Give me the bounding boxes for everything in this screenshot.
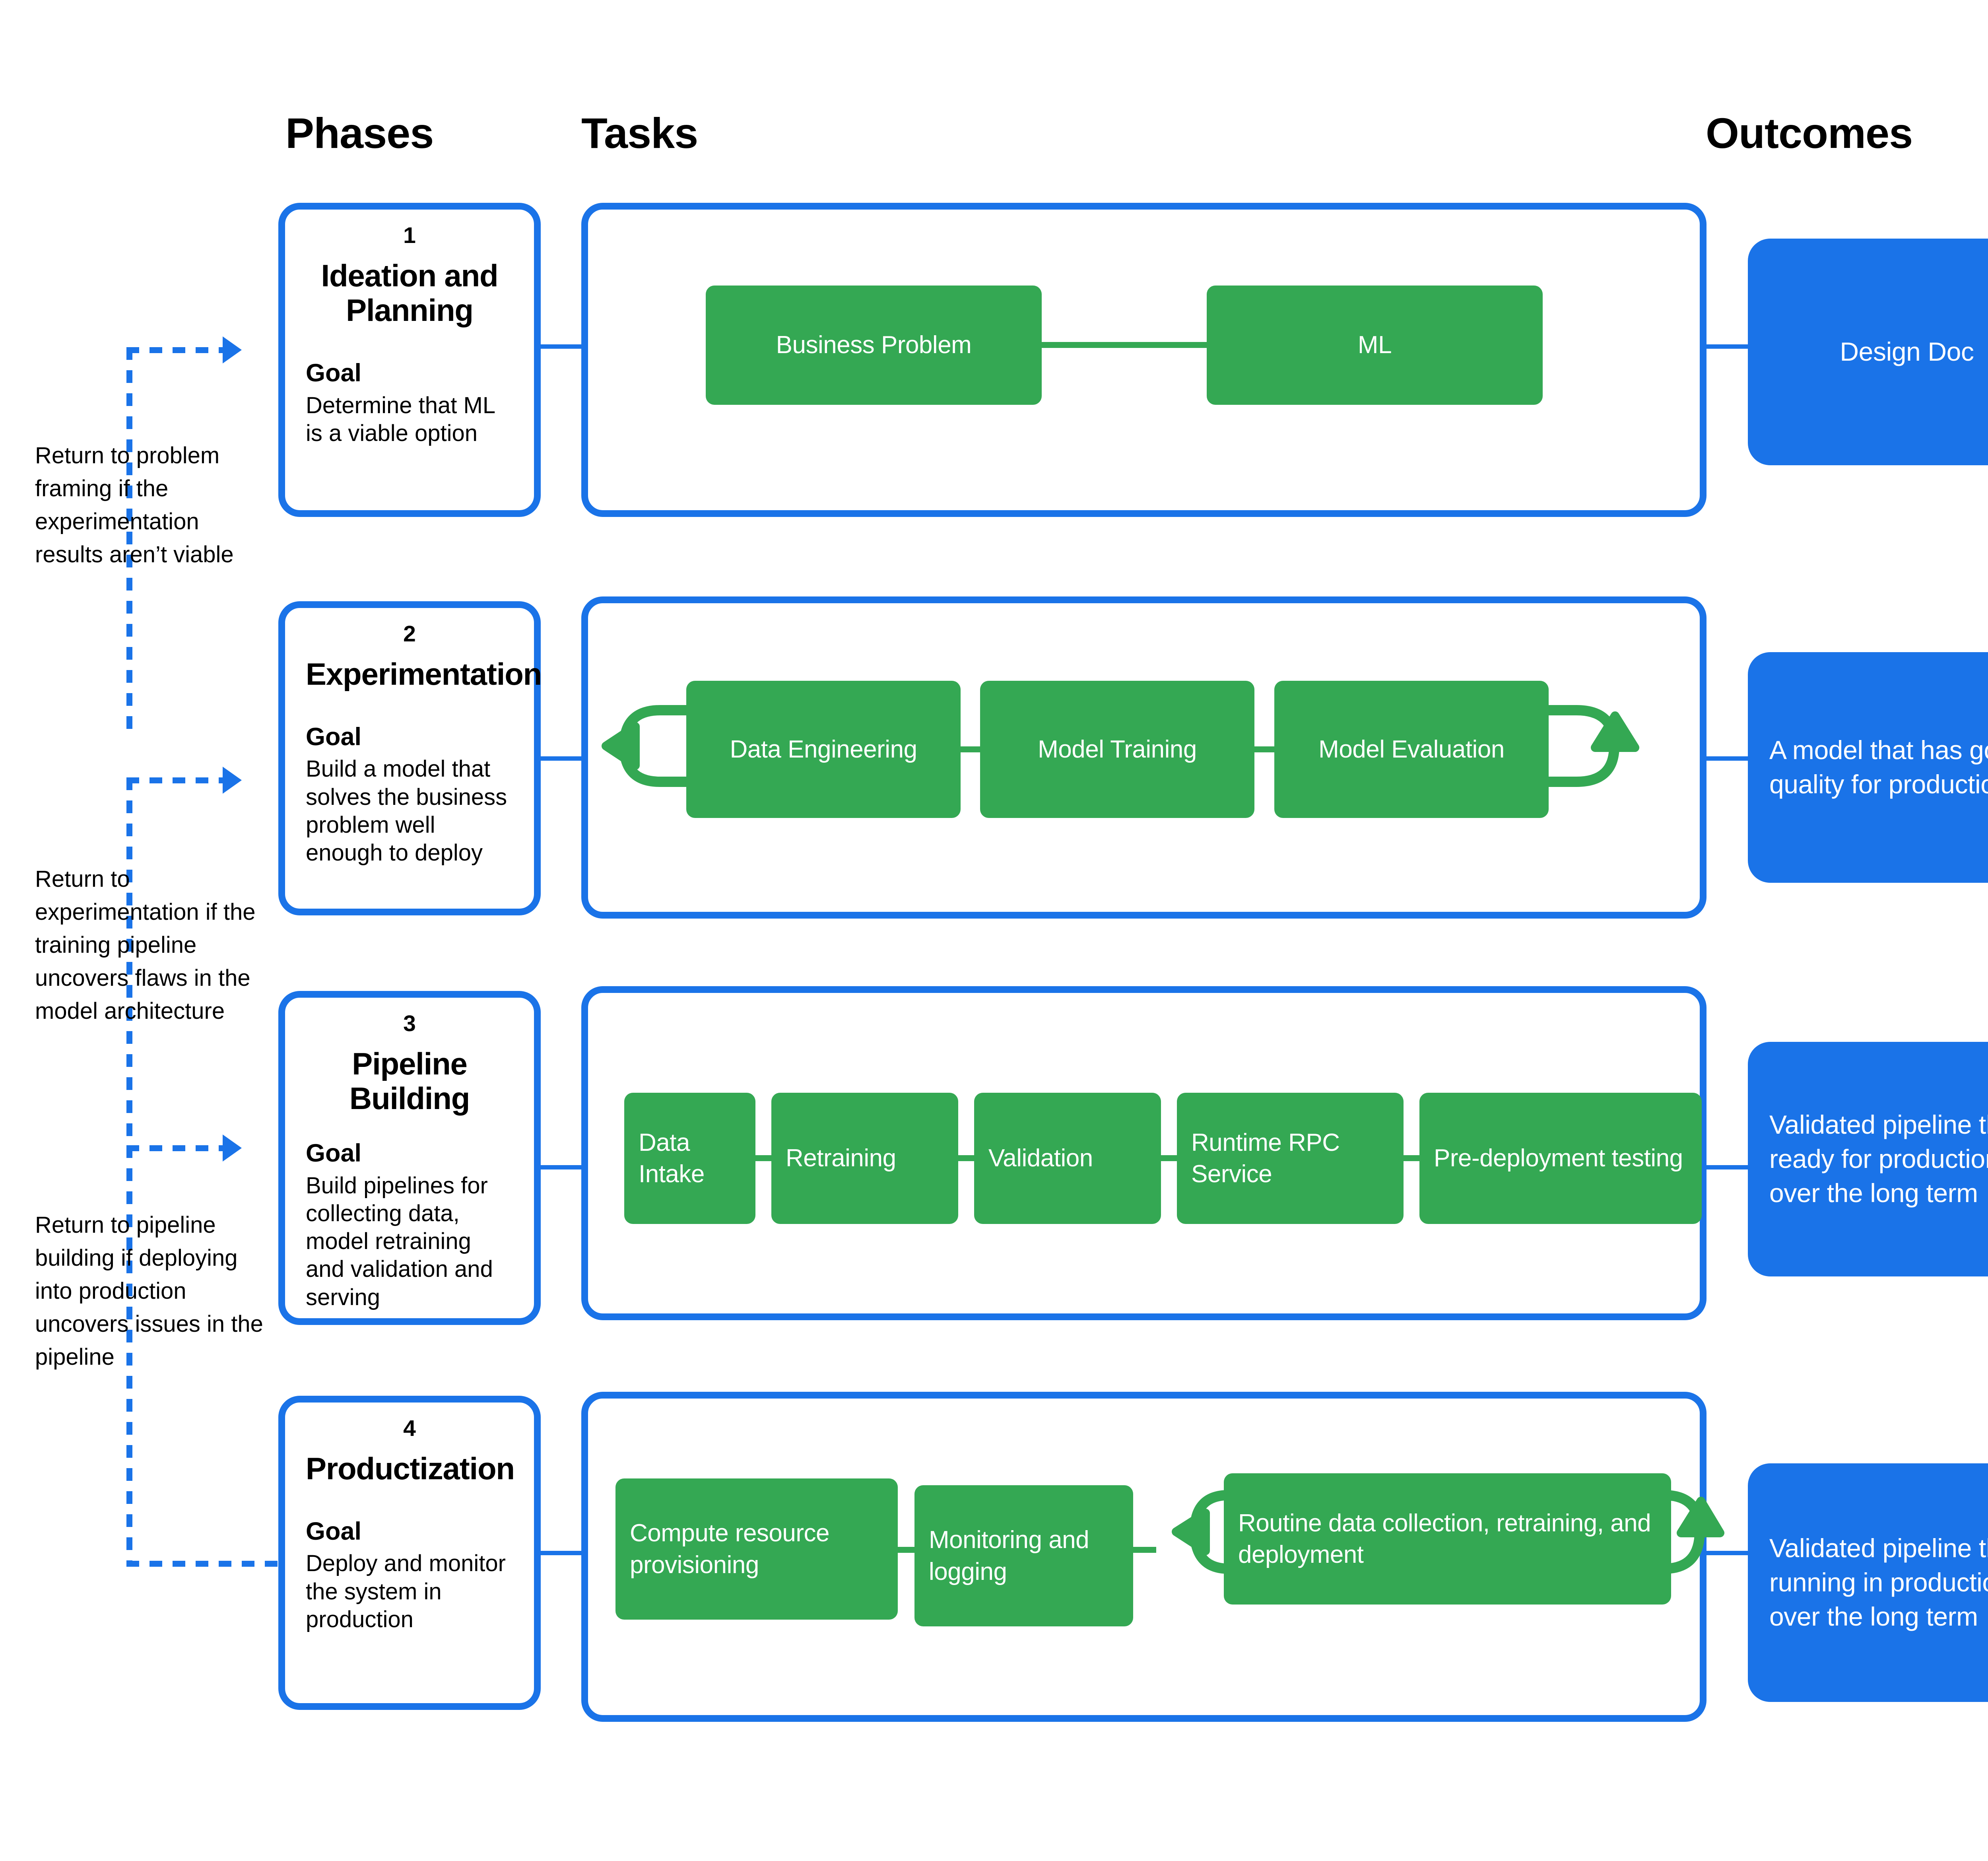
outcome-box-2[interactable]: A model that has good quality for produc…	[1748, 652, 1988, 883]
feedback-annotation-2: Return to experimentation if the trainin…	[35, 866, 256, 1024]
phase-goal-label: Goal	[306, 1139, 362, 1167]
connector-phase4-to-tasks4	[541, 1551, 584, 1555]
task-box-pre-deployment-testing[interactable]: Pre-deployment testing	[1419, 1093, 1702, 1224]
connector-phase3-to-tasks3	[541, 1165, 584, 1169]
task-box-model-evaluation[interactable]: Model Evaluation	[1274, 681, 1549, 818]
phase-goal-text: Determine that ML is a viable option	[306, 392, 495, 447]
connector-validation-to-runtime-rpc-service	[1158, 1155, 1180, 1161]
column-header-tasks: Tasks	[581, 109, 698, 157]
connector-phase2-to-tasks2	[541, 756, 584, 761]
connector-tasks1-to-outcome1	[1706, 344, 1750, 349]
phase-goal-label: Goal	[306, 723, 362, 751]
task-box-retraining[interactable]: Retraining	[771, 1093, 958, 1224]
feedback-line-c-horizontal	[126, 1145, 226, 1151]
feedback-line-a-vertical	[126, 347, 132, 729]
task-box-routine-data-collection[interactable]: Routine data collection, retraining, and…	[1224, 1473, 1671, 1605]
task-box-runtime-rpc-service[interactable]: Runtime RPC Service	[1177, 1093, 1404, 1224]
feedback-arrow-a	[223, 336, 242, 363]
connector-monitoring-to-routine-data-collection	[1130, 1547, 1156, 1553]
phase-card-4[interactable]: 4 Productization Goal Deploy and monitor…	[278, 1396, 541, 1710]
outcome-box-4[interactable]: Validated pipeline that’s running in pro…	[1748, 1463, 1988, 1702]
phase-goal-label: Goal	[306, 1517, 362, 1546]
feedback-annotation-3: Return to pipeline building if deploying…	[35, 1212, 263, 1370]
column-header-outcomes: Outcomes	[1706, 109, 1913, 157]
task-box-monitoring-and-logging[interactable]: Monitoring and logging	[914, 1485, 1133, 1626]
task-box-data-engineering[interactable]: Data Engineering	[686, 681, 961, 818]
outcome-box-3[interactable]: Validated pipeline that’s ready for prod…	[1748, 1042, 1988, 1276]
phase-goal-text: Build a model that solves the business p…	[306, 756, 507, 866]
phase-title: Pipeline Building	[349, 1046, 470, 1116]
phase-card-2[interactable]: 2 Experimentation Goal Build a model tha…	[278, 601, 542, 915]
feedback-annotation-1: Return to problem framing if the experim…	[35, 443, 234, 567]
feedback-arrow-c	[223, 1134, 242, 1162]
phase-goal-text: Deploy and monitor the system in product…	[306, 1550, 506, 1632]
task-box-model-training[interactable]: Model Training	[980, 681, 1254, 818]
phase-title: Productization	[306, 1451, 515, 1486]
connector-model-training-to-model-evaluation	[1252, 746, 1276, 752]
phase-number: 4	[403, 1416, 416, 1441]
task-box-data-intake[interactable]: Data Intake	[624, 1093, 755, 1224]
feedback-line-b-horizontal	[126, 777, 226, 783]
connector-tasks4-to-outcome4	[1706, 1551, 1750, 1555]
connector-tasks3-to-outcome3	[1706, 1165, 1750, 1169]
task-box-business-problem[interactable]: Business Problem	[706, 286, 1042, 405]
feedback-arrow-b	[223, 767, 242, 794]
task-box-compute-resource-provisioning[interactable]: Compute resource provisioning	[615, 1478, 898, 1620]
task-box-ml[interactable]: ML	[1207, 286, 1543, 405]
connector-phase1-to-tasks1	[541, 344, 584, 349]
phase-card-3[interactable]: 3 Pipeline Building Goal Build pipelines…	[278, 991, 541, 1325]
phase-title: Experimentation	[306, 656, 542, 692]
connector-data-engineering-to-model-training	[958, 746, 982, 752]
column-header-phases: Phases	[285, 109, 434, 157]
task-box-validation[interactable]: Validation	[974, 1093, 1161, 1224]
connector-retraining-to-validation	[955, 1155, 977, 1161]
phase-title: Ideation and Planning	[321, 258, 499, 328]
feedback-line-c-bottom	[126, 1561, 285, 1567]
feedback-line-a-horizontal	[126, 347, 226, 353]
connector-compute-to-monitoring	[895, 1547, 918, 1553]
connector-tasks2-to-outcome2	[1706, 756, 1750, 761]
phase-number: 2	[403, 621, 416, 647]
phase-card-1[interactable]: 1 Ideation and Planning Goal Determine t…	[278, 203, 541, 517]
connector-runtime-rpc-service-to-pre-deployment-testing	[1401, 1155, 1423, 1161]
connector-data-intake-to-retraining	[753, 1155, 775, 1161]
phase-number: 1	[403, 223, 416, 248]
phase-number: 3	[403, 1011, 416, 1036]
outcome-box-1[interactable]: Design Doc	[1748, 239, 1988, 465]
feedback-line-c-vertical	[126, 1145, 132, 1567]
phase-goal-text: Build pipelines for collecting data, mod…	[306, 1172, 493, 1310]
phase-goal-label: Goal	[306, 359, 362, 387]
feedback-line-b-vertical	[126, 777, 132, 1147]
connector-task-business-problem-to-ml	[1038, 342, 1211, 348]
